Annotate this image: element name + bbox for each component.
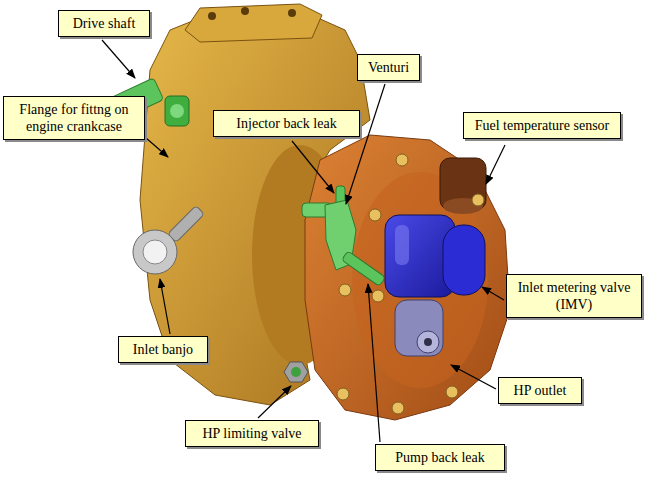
callout-box: HP outlet [498, 377, 582, 404]
bolt [369, 209, 381, 221]
valve-hex [284, 362, 308, 382]
leader-line [102, 40, 135, 78]
leader-line [160, 279, 170, 334]
leader-line [146, 138, 168, 157]
banjo-face [143, 240, 167, 264]
valve-core [291, 367, 301, 377]
callout-box: Flange for fittng on engine crankcase [3, 96, 145, 140]
banjo-ring [133, 230, 177, 274]
callout-label: Flange for fittng on engine crankcase [10, 101, 138, 135]
callout-box: Inlet metering valve (IMV) [506, 274, 642, 318]
mount-block [185, 4, 322, 42]
leader-line [482, 287, 504, 300]
bolt [392, 402, 404, 414]
callout-label: HP limiting valve [192, 425, 312, 442]
rear-plate [305, 135, 510, 420]
callout-label: Drive shaft [65, 15, 143, 32]
callout-box: Fuel temperature sensor [463, 112, 621, 139]
callout-label: Inlet banjo [125, 341, 201, 358]
callout-box: Venturi [357, 54, 420, 81]
callout-label: Injector back leak [220, 115, 353, 132]
callout-label: HP outlet [505, 382, 575, 399]
hp-limiting-valve-part [284, 362, 308, 382]
imv-part [385, 215, 485, 297]
inlet-banjo-part [133, 206, 204, 274]
fuel-temperature-sensor-part [440, 158, 486, 214]
bolt [337, 388, 349, 400]
leak-tube [342, 251, 386, 286]
mount-hole [241, 7, 249, 15]
imv-highlight [395, 225, 409, 265]
socket-bore [170, 104, 184, 118]
callout-label: Venturi [364, 59, 413, 76]
callout-box: Drive shaft [58, 10, 150, 37]
pump-rear-plate [305, 135, 510, 420]
leader-line [346, 84, 385, 204]
callout-label: Fuel temperature sensor [470, 117, 614, 134]
callout-box: Injector back leak [213, 110, 360, 137]
outlet-face [417, 331, 439, 353]
leader-line [258, 386, 291, 418]
outlet-bore [424, 338, 432, 346]
bolt [396, 154, 408, 166]
bolt [472, 194, 484, 206]
imv-coil [443, 225, 485, 295]
callout-label: Pump back leak [382, 449, 498, 466]
hp-outlet-part [395, 300, 443, 356]
outlet-body [395, 300, 443, 356]
bolt [339, 284, 351, 296]
bolt [372, 290, 384, 302]
mount-hole [208, 12, 216, 20]
leader-line [451, 365, 496, 389]
shaft-socket [165, 96, 189, 126]
leader-line [368, 284, 380, 442]
callout-box: HP limiting valve [185, 420, 319, 447]
injector-back-leak-part [302, 186, 386, 286]
leader-line [486, 145, 505, 184]
leader-line [292, 141, 334, 193]
bolt [446, 386, 458, 398]
callout-box: Inlet banjo [118, 336, 208, 363]
callout-box: Pump back leak [375, 444, 505, 471]
mount-hole [288, 9, 296, 17]
callout-label: Inlet metering valve (IMV) [513, 279, 635, 313]
banjo-stem [168, 206, 205, 243]
plate-bolts [337, 154, 484, 414]
